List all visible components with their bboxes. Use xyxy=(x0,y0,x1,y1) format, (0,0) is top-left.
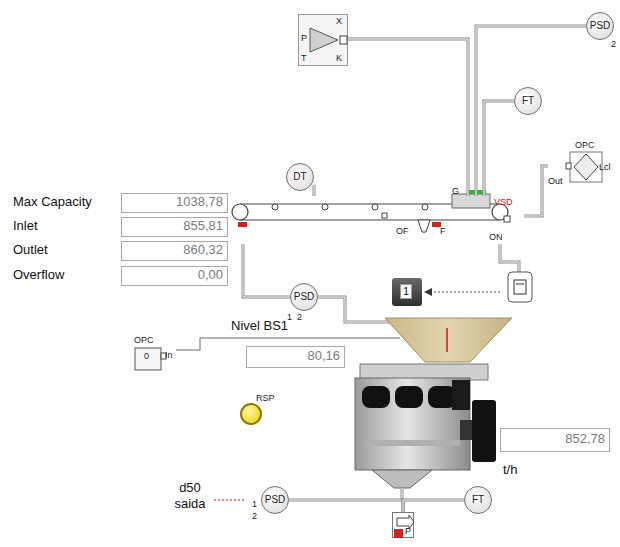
bucket-icon xyxy=(508,272,532,302)
port-label: T xyxy=(301,53,307,63)
instrument-circle: PSD12 xyxy=(290,283,318,311)
port-label: P xyxy=(301,33,307,43)
instrument-circle: PSD2 xyxy=(586,12,614,40)
port-label: X xyxy=(336,16,342,26)
port-label: In xyxy=(165,350,173,360)
value-readout: 80,16 xyxy=(307,349,340,364)
pipe-connector xyxy=(348,39,468,196)
value-readout: 0,00 xyxy=(198,268,223,283)
opc-block: OPC 0 In xyxy=(128,336,176,372)
port-number: 2 xyxy=(252,511,257,521)
port-label: F xyxy=(440,226,446,236)
instrument-tag: PSD xyxy=(291,291,317,303)
conveyor-belt xyxy=(232,190,510,232)
value-box: Outlet860,32 xyxy=(121,241,228,261)
value-box: Nivel BS180,16 xyxy=(246,346,345,368)
value-readout: 1038,78 xyxy=(176,195,223,210)
pipe-connector xyxy=(314,185,315,196)
opc-block: OPC Out Lcl xyxy=(548,140,614,192)
pump-symbol: P xyxy=(392,512,414,538)
field-label: Nivel BS1 xyxy=(231,319,288,334)
block-tag: OPC xyxy=(575,140,595,150)
instrument-tag: PSD xyxy=(262,494,288,506)
callout-label: d50 saida xyxy=(168,480,212,511)
instrument-tag: DT xyxy=(287,171,313,183)
unit-label: t/h xyxy=(503,463,517,478)
port-number: 2 xyxy=(297,312,302,322)
block-tag: OPC xyxy=(134,335,154,345)
instrument-tag: FT xyxy=(465,494,491,506)
value-readout: 852,78 xyxy=(565,432,605,447)
port-label: G xyxy=(452,186,459,196)
switch-value: 1 xyxy=(400,284,412,299)
field-label: Max Capacity xyxy=(13,195,92,210)
instrument-circle: FT xyxy=(514,87,542,115)
value-readout: 860,32 xyxy=(183,243,223,258)
setpoint-lamp: RSP xyxy=(240,403,262,425)
port-label: VSD xyxy=(494,197,513,207)
value-box: Inlet855,81 xyxy=(121,217,228,237)
field-label: Outlet xyxy=(13,243,48,258)
conveyor: GVSDOFFON xyxy=(230,196,524,244)
field-label: Inlet xyxy=(13,219,38,234)
field-label: Overflow xyxy=(13,268,64,283)
pipe-connector xyxy=(289,500,403,512)
port-label: OF xyxy=(396,226,409,236)
value-box: Overflow0,00 xyxy=(121,266,228,286)
value-readout: 855,81 xyxy=(183,219,223,234)
pipe-connector xyxy=(403,500,464,512)
port-label: Lcl xyxy=(599,162,611,172)
port-number: 2 xyxy=(611,39,616,49)
port-label: Out xyxy=(548,176,563,186)
value-box: 852,78t/h xyxy=(500,428,610,452)
switch-block: 1 xyxy=(392,278,422,306)
port-label: P xyxy=(405,526,411,536)
block-tag: RSP xyxy=(256,393,275,403)
value-box: Max Capacity1038,78 xyxy=(121,193,228,213)
pipe-connector xyxy=(243,244,290,297)
port-label: K xyxy=(336,53,342,63)
instrument-circle: PSD12 xyxy=(261,486,289,514)
instrument-tag: FT xyxy=(515,95,541,107)
port-number: 1 xyxy=(252,499,257,509)
controller-block: P X T K xyxy=(298,14,348,66)
instrument-circle: DT xyxy=(286,163,314,191)
pipe-connector xyxy=(484,101,514,196)
instrument-circle: FT xyxy=(464,486,492,514)
signal-value: 0 xyxy=(144,351,149,361)
leader-line xyxy=(214,500,246,501)
crusher xyxy=(355,364,496,488)
instrument-tag: PSD xyxy=(587,20,613,32)
port-label: ON xyxy=(489,232,503,242)
pipe-connector xyxy=(524,166,548,216)
